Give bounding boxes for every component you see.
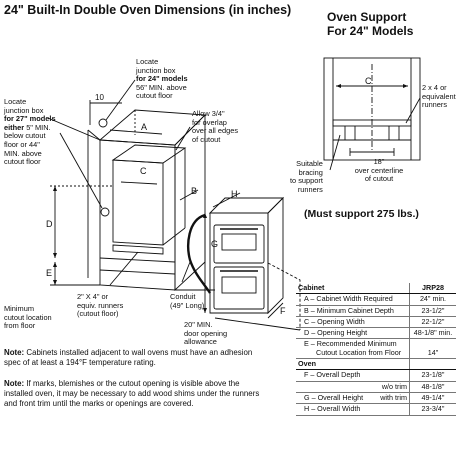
dim-10-label: 10 (95, 93, 104, 102)
allow-overlap-label: Allow 3/4" for overlap over all edges of… (192, 109, 239, 144)
dim-e-letter: E (46, 268, 53, 278)
dim-d-letter: D (46, 219, 53, 229)
dim-a-letter: A (141, 122, 148, 132)
locate-junction-24-label: Locate junction box for 24" models 56" M… (136, 57, 188, 101)
eighteen-label: 18" over centerline of cutout (354, 157, 404, 184)
note-marks: Note: If marks, blemishes or the cutout … (4, 379, 260, 408)
upper-oven-door (213, 224, 265, 264)
conduit-label: Conduit (49" Long) (170, 292, 205, 310)
dim-f-letter: F (280, 306, 286, 316)
dim-c-letter: C (140, 166, 147, 176)
spec-table: Cabinet JRP28 A – Cabinet Width Required… (296, 283, 456, 416)
support-c-letter: C (365, 76, 372, 86)
equiv-runners-label: 2 x 4 or equivalent runners (422, 83, 456, 110)
runner (112, 244, 164, 255)
page-title: 24" Built-In Double Oven Dimensions (in … (4, 3, 292, 17)
junction-box-24 (98, 118, 108, 128)
spec-table-wrapper: Cabinet JRP28 A – Cabinet Width Required… (296, 283, 456, 416)
dim-b-letter: B (191, 186, 198, 196)
locate-junction-27-label: Locate junction box for 27" models eithe… (4, 97, 56, 167)
table-oven-header-row: Oven (296, 358, 456, 371)
support-title-line1: Oven Support (327, 10, 407, 24)
support-title-line2: For 24" Models (327, 24, 414, 38)
runners-label: 2" X 4" or equiv. runners (cutout floor) (77, 292, 124, 319)
minimum-cutout-label: Minimum cutout location from floor (4, 304, 52, 331)
cutout-opening (112, 159, 164, 246)
table-header-row: Cabinet JRP28 (296, 283, 456, 295)
support-frame (323, 57, 421, 161)
support-runner (332, 119, 412, 127)
door-opening-label: 20" MIN. door opening allowance (184, 320, 228, 347)
table-row: G – Overall Height with trim 49-1/4" (296, 392, 456, 405)
bracing-label: Suitable bracing to support runners (290, 159, 323, 194)
note-adhesion: Note: Cabinets installed adjacent to wal… (4, 348, 253, 367)
dim-g-letter: G (211, 239, 219, 249)
lower-oven-door (213, 266, 265, 310)
dim-h-letter: H (231, 189, 238, 199)
support-weight-note: (Must support 275 lbs.) (304, 208, 419, 220)
junction-box-27 (100, 207, 110, 217)
